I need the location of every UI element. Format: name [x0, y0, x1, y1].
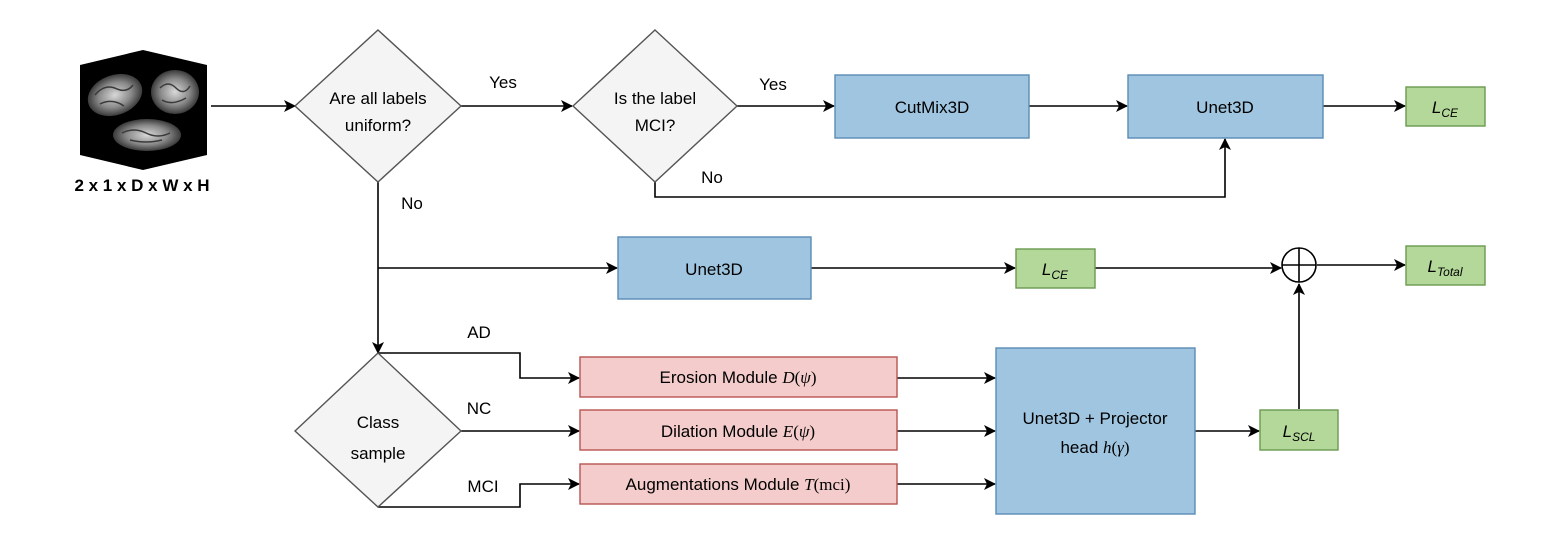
decision-class: Class sample	[293, 352, 463, 508]
dilation-module-box: Dilation Module E(ψ)	[579, 409, 898, 451]
decision-class-line2: sample	[351, 444, 406, 463]
edge-class-mci	[378, 478, 580, 508]
decision-uniform-line1: Are all labels	[329, 89, 426, 108]
decision-mci: Is the label MCI?	[571, 29, 739, 183]
unet-top-label: Unet3D	[1196, 98, 1254, 117]
edge-class-ad	[378, 352, 580, 384]
augmentation-module-label: Augmentations Module T(mci)	[626, 475, 851, 494]
unet-mid-box: Unet3D	[617, 236, 812, 300]
decision-class-line1: Class	[357, 413, 400, 432]
decision-uniform-line2: uniform?	[345, 116, 411, 135]
edge-label-yes-2: Yes	[759, 75, 787, 94]
edge-label-no-1: No	[701, 168, 723, 187]
edge-label-yes-1: Yes	[489, 73, 517, 92]
dilation-module-label: Dilation Module E(ψ)	[661, 422, 815, 441]
cutmix-label: CutMix3D	[895, 98, 970, 117]
edge-label-no-2: No	[401, 194, 423, 213]
decision-mci-line2: MCI?	[635, 116, 676, 135]
loss-total-label: LTotal	[1427, 257, 1462, 279]
brain-volume-icon	[80, 50, 207, 170]
connectors	[211, 100, 1406, 508]
decision-mci-line1: Is the label	[614, 89, 696, 108]
unet-top-box: Unet3D	[1127, 74, 1324, 139]
input-shape-label: 2 x 1 x D x W x H	[74, 176, 209, 195]
projector-box: Unet3D + Projector head h(γ)	[995, 347, 1196, 515]
decision-uniform: Are all labels uniform?	[293, 29, 463, 183]
augmentation-module-box: Augmentations Module T(mci)	[579, 463, 898, 505]
edge-mci-no	[654, 138, 1231, 198]
loss-ce-mid-box: LCE	[1015, 248, 1096, 289]
loss-total-box: LTotal	[1405, 245, 1486, 286]
cutmix-box: CutMix3D	[834, 74, 1030, 139]
loss-scl-label: LSCL	[1283, 422, 1316, 444]
loss-scl-box: LSCL	[1259, 409, 1339, 451]
erosion-module-box: Erosion Module D(ψ)	[579, 356, 898, 398]
sum-node-icon	[1281, 247, 1317, 283]
edge-label-nc: NC	[467, 399, 492, 418]
edge-label-ad: AD	[467, 323, 491, 342]
erosion-module-label: Erosion Module D(ψ)	[659, 368, 816, 387]
edge-label-mci: MCI	[467, 477, 498, 496]
loss-ce-top-label: LCE	[1432, 98, 1459, 120]
loss-ce-mid-label: LCE	[1042, 260, 1069, 282]
projector-line2: head h(γ)	[1060, 438, 1129, 457]
projector-line1: Unet3D + Projector	[1022, 409, 1167, 428]
unet-mid-label: Unet3D	[685, 260, 743, 279]
loss-ce-top-box: LCE	[1405, 86, 1486, 127]
